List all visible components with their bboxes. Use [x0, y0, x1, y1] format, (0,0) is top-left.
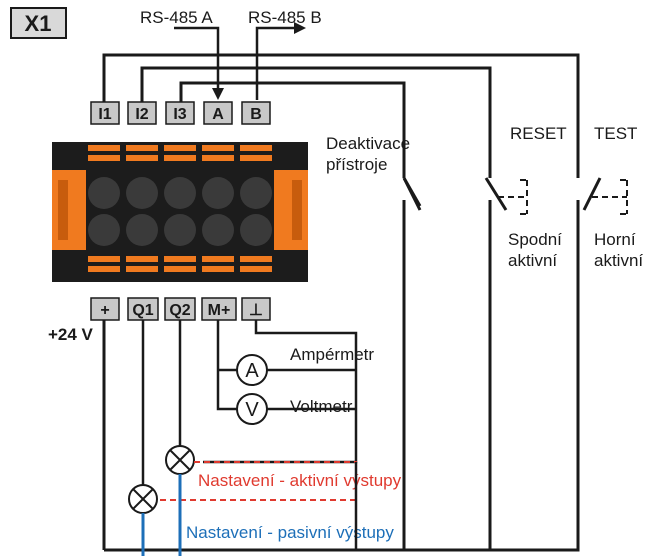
- ground-wire: [203, 320, 358, 464]
- passive-outputs-wire: [141, 474, 182, 556]
- rs485-b-label: RS-485 B: [248, 8, 322, 27]
- ammeter: A Ampérmetr: [236, 345, 374, 386]
- switch-deactivate: Deaktivace přístroje: [326, 134, 422, 211]
- voltmeter-label: Voltmetr: [290, 397, 353, 416]
- deactivate-line1: Deaktivace: [326, 134, 410, 153]
- deactivate-line2: přístroje: [326, 155, 387, 174]
- supply-wire: [102, 200, 580, 552]
- terminal-a: A: [203, 101, 233, 125]
- top-terminals: I1 I2 I3 A B: [90, 101, 271, 125]
- rs485-a-wire: [174, 26, 224, 100]
- active-outputs-label: Nastavení - aktivní výstupy: [198, 471, 402, 490]
- terminal-plus: +: [90, 297, 120, 321]
- terminal-q1-label: Q1: [132, 302, 153, 319]
- bottom-terminals: + Q1 Q2 M+ ⊥: [90, 297, 271, 321]
- connector-id-box: X1: [10, 7, 67, 39]
- reset-line2: aktivní: [508, 251, 557, 270]
- terminal-i2: I2: [127, 101, 157, 125]
- mplus-wire: [216, 320, 356, 411]
- terminal-m-plus-label: M+: [208, 302, 231, 319]
- terminal-b-label: B: [250, 106, 262, 123]
- terminal-q2: Q2: [164, 297, 196, 321]
- terminal-block: [52, 142, 308, 282]
- terminal-q1: Q1: [127, 297, 159, 321]
- switch-reset: RESET Spodní aktivní: [484, 124, 567, 270]
- terminal-ground: ⊥: [241, 297, 271, 321]
- wire-i1: [102, 53, 580, 178]
- ammeter-symbol: A: [245, 360, 259, 382]
- wire-i3: [179, 81, 406, 178]
- test-line1: Horní: [594, 230, 636, 249]
- supply-label: +24 V: [48, 325, 94, 344]
- passive-outputs-label: Nastavení - pasivní výstupy: [186, 523, 394, 542]
- voltmeter-symbol: V: [245, 399, 259, 421]
- switch-deactivate-blade: [402, 177, 422, 207]
- terminal-q2-label: Q2: [169, 302, 190, 319]
- terminal-i1-label: I1: [98, 106, 111, 123]
- terminal-plus-label: +: [100, 302, 109, 319]
- terminal-i1: I1: [90, 101, 120, 125]
- reset-line1: Spodní: [508, 230, 562, 249]
- test-title: TEST: [594, 124, 637, 143]
- wire-i2: [140, 66, 492, 178]
- terminal-i2-label: I2: [135, 106, 148, 123]
- reset-title: RESET: [510, 124, 567, 143]
- terminal-a-label: A: [212, 106, 224, 123]
- lamp-q2: [165, 445, 195, 475]
- lamp-q1: [128, 484, 158, 514]
- connector-id: X1: [25, 11, 52, 36]
- ammeter-label: Ampérmetr: [290, 345, 374, 364]
- switch-test: TEST Horní aktivní: [582, 124, 643, 270]
- terminal-b: B: [241, 101, 271, 125]
- test-line2: aktivní: [594, 251, 643, 270]
- terminal-ground-label: ⊥: [249, 302, 263, 319]
- terminal-m-plus: M+: [201, 297, 237, 321]
- terminal-i3-label: I3: [173, 106, 186, 123]
- terminal-i3: I3: [165, 101, 195, 125]
- rs485-a-label: RS-485 A: [140, 8, 213, 27]
- voltmeter: V Voltmetr: [236, 393, 353, 425]
- rs485-b-wire: [255, 22, 306, 100]
